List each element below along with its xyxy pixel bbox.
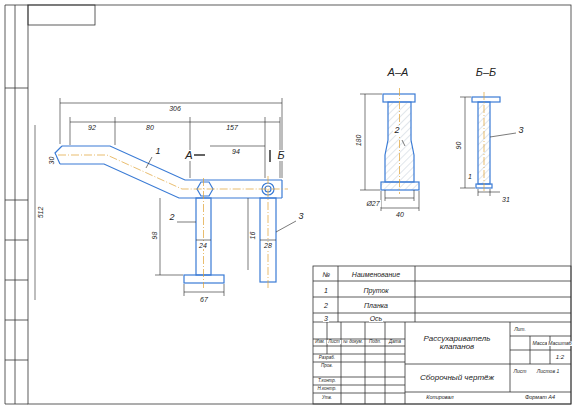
dimension-label: 40 — [395, 211, 405, 218]
dimension-label: 94 — [231, 148, 241, 155]
table-cell: Копировал — [425, 395, 454, 401]
dimension-label: 157 — [225, 124, 239, 131]
dimension-label: 92 — [87, 124, 97, 131]
dimension-label: 24 — [198, 242, 208, 249]
table-cell: Дата — [388, 340, 402, 345]
dimension-label: Ø27 — [365, 200, 380, 207]
table-cell: Т.контр. — [317, 379, 337, 384]
dimension-label: А–А — [387, 67, 410, 78]
table-cell: Наименование — [351, 271, 401, 278]
table-cell: Сборочный чертёж — [419, 374, 495, 382]
table-cell: Формат А4 — [524, 395, 556, 401]
table-cell: 2 — [323, 302, 329, 309]
table-cell: 1 — [323, 287, 329, 294]
table-cell: Лит. — [513, 327, 527, 332]
dimension-label: 90 — [455, 140, 462, 150]
table-cell: 1:2 — [555, 354, 565, 360]
table-cell: Разраб. — [318, 356, 336, 361]
dimension-label: 2 — [168, 213, 175, 222]
dimension-label: 67 — [199, 296, 209, 303]
dimension-label: 1 — [467, 173, 473, 180]
table-cell: Планка — [363, 302, 389, 309]
title-block — [313, 266, 571, 404]
dimension-label: 306 — [168, 105, 182, 112]
dimension-label: 31 — [501, 196, 511, 203]
dimension-label: 16 — [249, 230, 256, 240]
table-cell: Масса — [532, 341, 549, 346]
dimension-label: Б–Б — [475, 67, 497, 78]
table-cell: Утв. — [321, 396, 333, 401]
table-cell: Подп. — [368, 340, 382, 345]
dimension-label: 2 — [393, 126, 400, 135]
dimension-label: Б — [276, 150, 285, 161]
table-cell: Ось — [369, 315, 384, 322]
table-cell: № — [321, 271, 331, 278]
dimension-label: 80 — [145, 124, 155, 131]
part-outlines — [55, 94, 500, 283]
table-cell: Н.контр. — [316, 387, 337, 392]
table-cell: Масштаб — [547, 341, 572, 346]
dimension-label: 98 — [151, 230, 158, 240]
table-cell: № докум. — [342, 340, 364, 345]
dimension-label: 3 — [517, 126, 524, 135]
table-cell: Пров. — [320, 364, 334, 369]
dimension-label: 512 — [38, 205, 45, 219]
center-lines — [58, 88, 484, 288]
dimension-label: 1 — [154, 147, 161, 156]
table-cell: Лист — [327, 340, 341, 345]
dimension-label: 180 — [356, 133, 363, 147]
table-cell: Листов 1 — [536, 369, 560, 374]
table-cell: Пруток — [362, 287, 389, 294]
table-cell: Рассухариватель клапанов — [412, 335, 502, 351]
table-cell: Изм. — [314, 340, 326, 345]
table-cell: 3 — [323, 315, 329, 322]
dimension-label: А — [184, 150, 193, 161]
table-cell: Лист — [513, 369, 528, 374]
dimension-lines — [35, 94, 516, 300]
dimension-label: 3 — [297, 212, 304, 221]
dimension-label: 28 — [263, 242, 273, 249]
dimension-label: 30 — [48, 155, 55, 165]
sheet-frame — [5, 5, 571, 404]
